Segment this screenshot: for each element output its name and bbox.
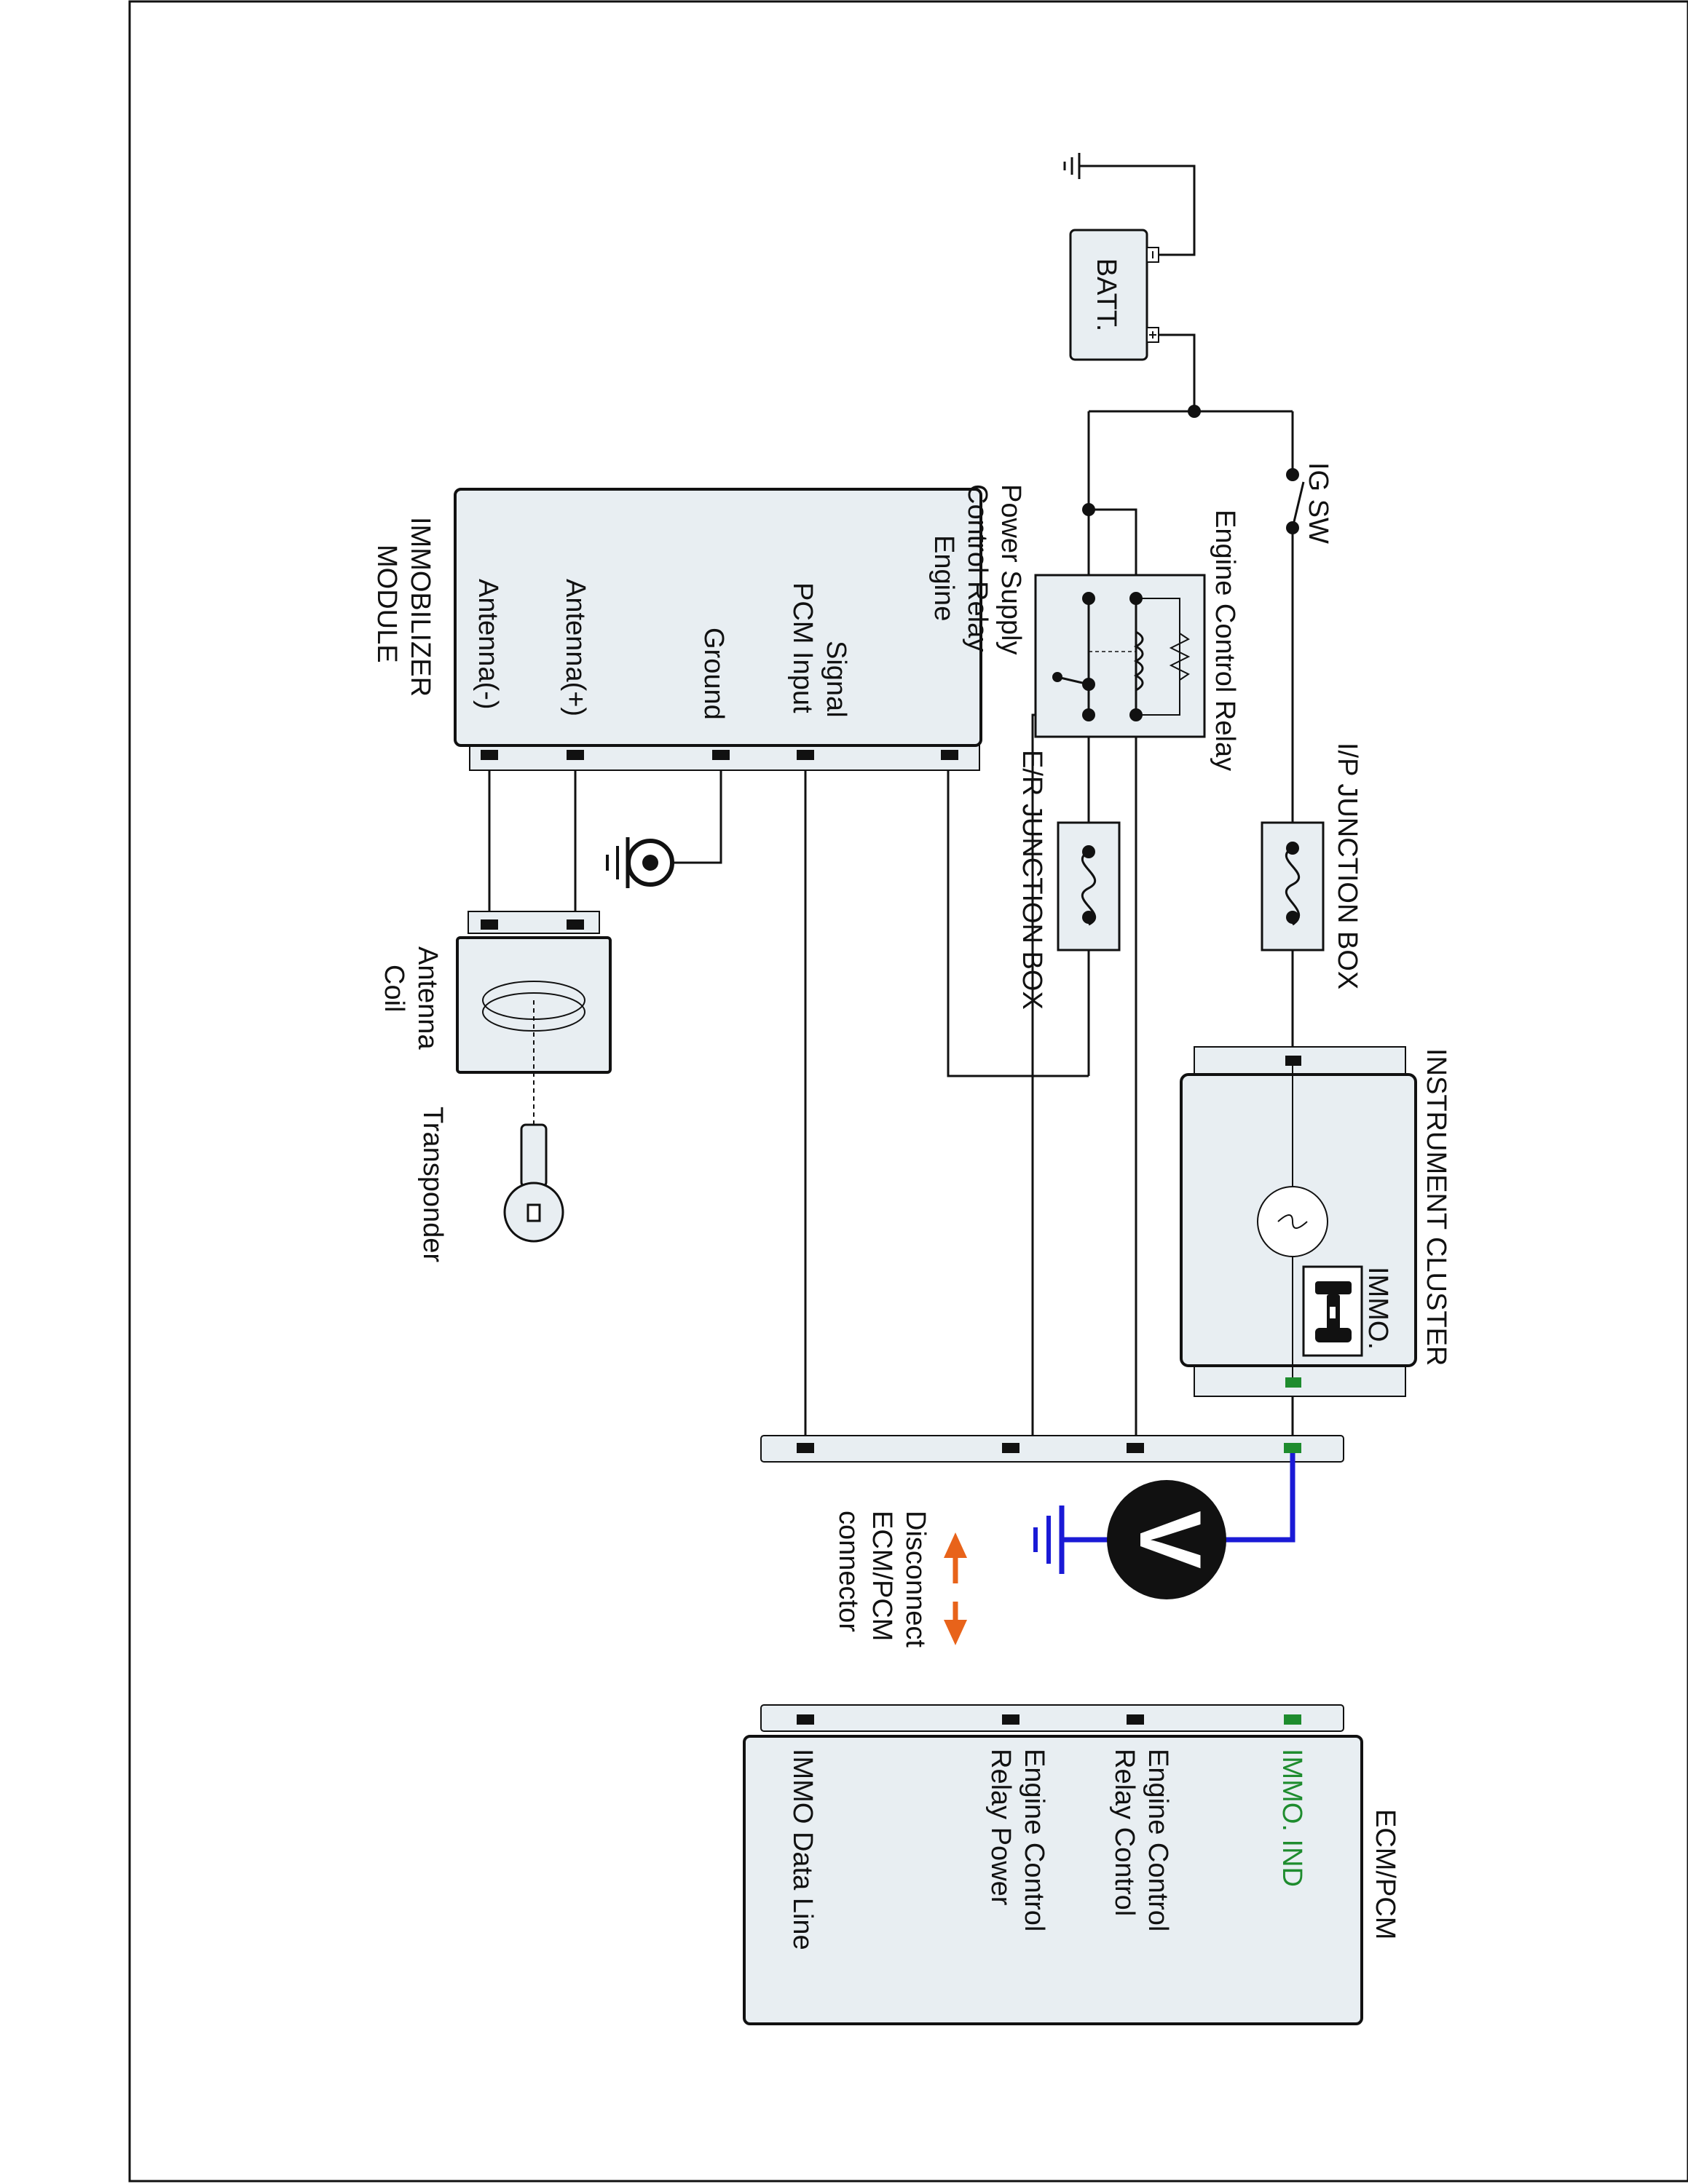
disconnect-note-line: Disconnect bbox=[900, 1511, 931, 1647]
antenna-coil-label: Antenna Coil bbox=[379, 946, 443, 1057]
er-junction-box bbox=[1057, 821, 1121, 951]
battery: BATT. bbox=[1069, 229, 1159, 361]
immobilizer-module-label-line: IMMOBILIZER bbox=[405, 517, 435, 697]
immo-pin-antenna-minus: Antenna(-) bbox=[473, 579, 503, 710]
immobilizer-module-label-line: MODULE bbox=[371, 545, 402, 663]
ecm-pin-relay-control: Engine Control Relay Control bbox=[1109, 1749, 1173, 1939]
ecm-pin-line: Engine Control bbox=[1143, 1749, 1173, 1931]
immo-pin-relay-power-supply: Engine Control Relay Power Supply bbox=[928, 484, 1026, 660]
ecm-pin-line: Relay Power bbox=[985, 1749, 1016, 1906]
voltmeter-label: V bbox=[1121, 1511, 1219, 1569]
immo-indicator-label: IMMO. bbox=[1362, 1267, 1393, 1350]
immobilizer-module bbox=[454, 488, 982, 771]
ig-switch-label: IG SW bbox=[1303, 462, 1333, 544]
ecm-harness-connector bbox=[760, 1435, 1344, 1463]
page-frame bbox=[128, 0, 1688, 2183]
immo-pin-line: PCM Input bbox=[787, 582, 818, 713]
ecm-pin-line: Relay Control bbox=[1109, 1749, 1140, 1916]
disconnect-note-line: connector bbox=[833, 1511, 864, 1632]
ecm-pin-relay-power: Engine Control Relay Power bbox=[985, 1749, 1049, 1939]
ecm-pcm-label: ECM/PCM bbox=[1370, 1809, 1400, 1939]
chassis-ground-icon bbox=[606, 837, 674, 888]
antenna-coil bbox=[456, 911, 612, 1125]
engine-control-relay bbox=[1034, 574, 1206, 738]
transponder-label: Transponder bbox=[417, 1107, 448, 1262]
immo-pin-pcm-input-signal: PCM Input Signal bbox=[787, 582, 851, 721]
instrument-cluster-label: INSTRUMENT CLUSTER bbox=[1421, 1048, 1451, 1366]
antenna-coil-label-line: Coil bbox=[379, 965, 409, 1012]
ecm-pin-immo-data-line: IMMO Data Line bbox=[787, 1749, 818, 1950]
ecm-pcm-module bbox=[743, 1704, 1363, 2025]
ecm-pin-line: Engine Control bbox=[1019, 1749, 1049, 1931]
ip-junction-box bbox=[1261, 821, 1325, 951]
immo-pin-line: Control Relay bbox=[962, 484, 993, 652]
er-junction-box-label: E/R JUNCTION BOX bbox=[1017, 750, 1047, 1010]
engine-control-relay-label: Engine Control Relay bbox=[1210, 510, 1240, 771]
wires bbox=[488, 165, 1294, 1449]
junction-dots bbox=[1082, 405, 1299, 534]
immo-pin-ground: Ground bbox=[698, 628, 729, 720]
disconnect-arrow-icon bbox=[944, 1532, 967, 1645]
immo-pin-line: Signal bbox=[821, 641, 851, 718]
antenna-coil-label-line: Antenna bbox=[412, 946, 443, 1050]
transponder-key-icon bbox=[503, 1123, 564, 1243]
ig-switch-blade bbox=[1291, 481, 1305, 529]
ip-junction-box-label: I/P JUNCTION BOX bbox=[1332, 743, 1362, 989]
battery-ground-icon bbox=[1063, 153, 1081, 179]
disconnect-note-line: ECM/PCM bbox=[867, 1511, 897, 1641]
immo-key-icon bbox=[1315, 1281, 1352, 1342]
disconnect-note: Disconnect ECM/PCM connector bbox=[833, 1511, 931, 1655]
immo-pin-line: Engine bbox=[928, 535, 959, 621]
ecm-pin-immo-ind: IMMO. IND bbox=[1277, 1749, 1307, 1887]
battery-label: BATT. bbox=[1091, 258, 1121, 332]
immo-pin-line: Power Supply bbox=[995, 484, 1026, 654]
immo-pin-antenna-plus: Antenna(+) bbox=[560, 579, 591, 716]
instrument-cluster bbox=[1180, 1046, 1417, 1397]
voltmeter[interactable]: V bbox=[1033, 1453, 1295, 1599]
meter-ground-icon bbox=[1033, 1506, 1065, 1574]
immobilizer-module-label: IMMOBILIZER MODULE bbox=[371, 517, 435, 705]
